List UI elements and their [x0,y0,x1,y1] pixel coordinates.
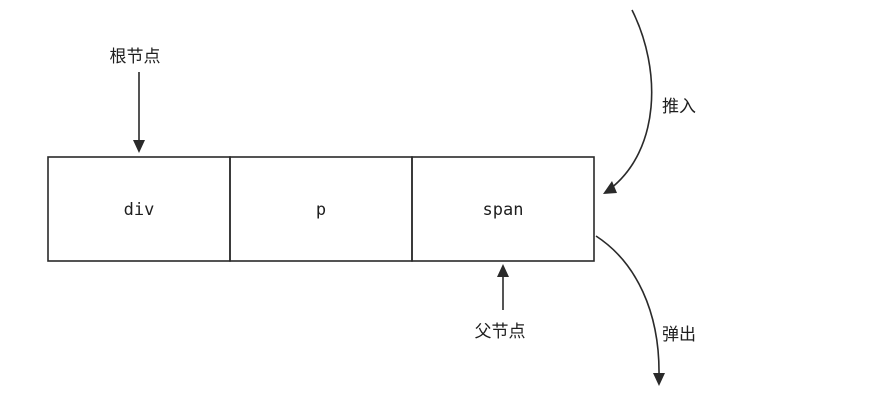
push-label: 推入 [662,97,696,117]
stack-cell-p: p [316,200,326,220]
pop-label: 弹出 [662,325,696,345]
root-node-label: 根节点 [110,47,161,67]
stack-cell-span: span [483,200,524,220]
stack-cell-span-box [411,156,595,262]
parent-node-label: 父节点 [475,322,526,342]
stack-box: div p span [47,156,595,262]
stack-cell-div: div [124,200,155,220]
push-arrow [603,9,653,194]
pop-arrow [595,235,665,386]
parent-node-arrow [497,264,509,310]
root-node-arrow [133,72,145,153]
